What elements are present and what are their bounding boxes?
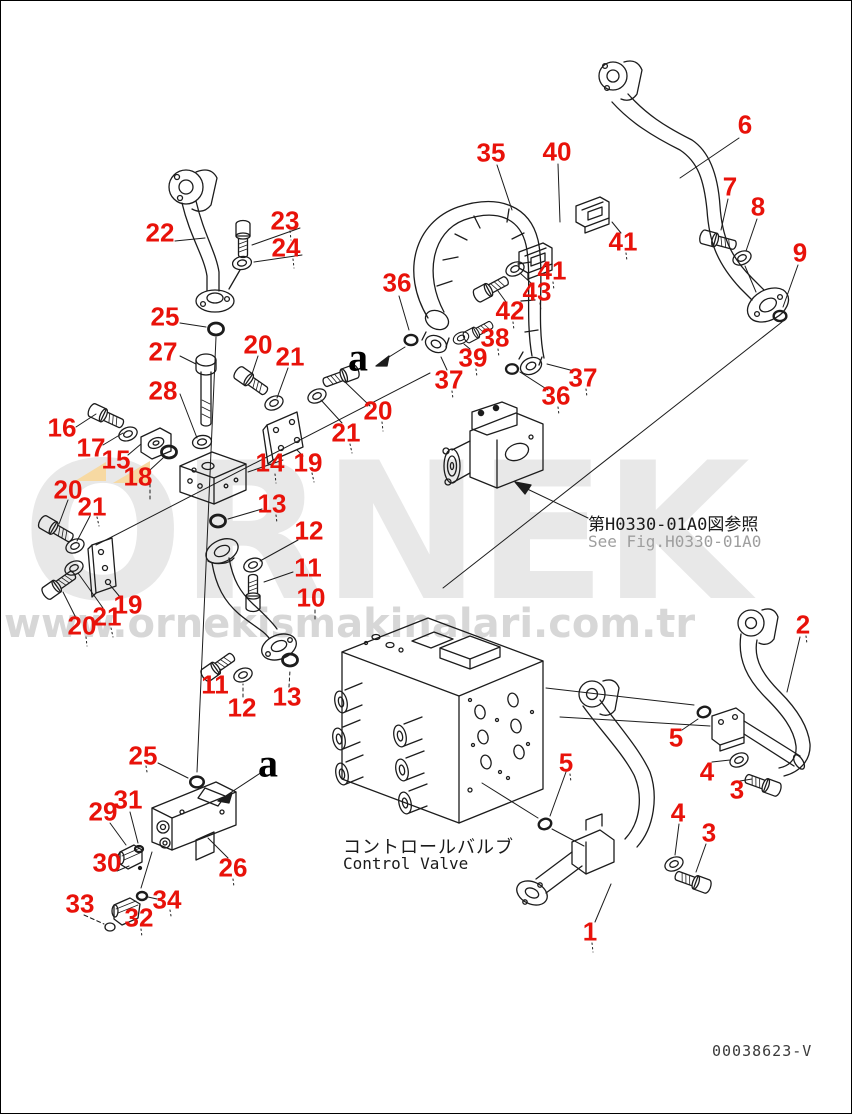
bracket-19-right <box>262 411 304 465</box>
bolt-27 <box>195 353 217 427</box>
pipe-22 <box>168 169 235 313</box>
caption-see-fig-jp: 第H0330-01A0図参照 <box>588 515 759 535</box>
leader-valve-to-oring-5b <box>481 782 539 819</box>
pipe-2 <box>711 608 811 777</box>
leader-lines <box>58 137 801 925</box>
oring-25-bottom <box>188 775 206 789</box>
caption-see-fig-en: See Fig.H0330-01A0 <box>588 532 762 551</box>
bolt-23 <box>235 219 251 259</box>
construction-line-right <box>442 321 783 589</box>
washer-8 <box>729 247 755 269</box>
see-fig-arrowhead <box>514 481 532 495</box>
washer-4-b <box>661 853 687 875</box>
control-valve-block <box>332 617 544 824</box>
oring-36-a <box>403 333 419 347</box>
bolt-20-d <box>39 567 80 602</box>
watermark-triangle-left <box>75 462 106 481</box>
washer-28 <box>191 433 213 451</box>
block-14 <box>179 451 247 505</box>
watermark-triangle-right <box>113 461 150 483</box>
pipe-1 <box>516 679 655 906</box>
elbow-30 <box>117 844 143 871</box>
bolt-7 <box>697 228 739 253</box>
bolt-20-c <box>35 513 77 546</box>
leader-oring5b-to-pipe1 <box>551 828 585 847</box>
drawing-number: 00038623-V <box>712 1042 813 1060</box>
construction-line-left <box>95 372 431 546</box>
washer-21-c <box>62 535 88 557</box>
pipe-6 <box>598 60 790 323</box>
elbow-32 <box>111 897 141 926</box>
leader-valve-to-oring-5a <box>545 687 695 706</box>
oring-34 <box>135 890 149 902</box>
valve-26 <box>151 781 237 861</box>
solenoid-valve <box>442 401 544 489</box>
watermark-url-text: www.ornekismakinalari.com.tr <box>4 601 696 647</box>
fitting-15 <box>140 427 172 460</box>
leader-8-part <box>744 265 757 293</box>
clamp-41-a <box>575 196 610 234</box>
leader-valve26-to-32 <box>140 851 153 889</box>
arrow-a-bottom <box>217 792 233 804</box>
bolt-11-a <box>245 573 261 613</box>
bolt-20-a <box>231 364 272 399</box>
leader-valve-to-pipe2 <box>559 716 711 727</box>
caption-control-valve-en: Control Valve <box>343 854 469 873</box>
bracket-19-left <box>87 537 117 598</box>
oring-36-b <box>504 363 520 375</box>
oring-31 <box>133 844 145 854</box>
washer-39 <box>450 329 472 347</box>
washer-12-a <box>241 554 265 576</box>
hose-35 <box>413 200 545 376</box>
washer-21-b <box>304 385 330 407</box>
caption-control-valve-jp: コントロールバルブ <box>343 837 514 858</box>
leader-see-fig <box>520 485 589 519</box>
bolt-42 <box>470 272 512 304</box>
bolt-3-b <box>672 867 714 895</box>
washer-12-b <box>231 664 255 686</box>
clamp-41-b <box>518 242 553 280</box>
washer-4-a <box>726 749 752 771</box>
plug-33 <box>104 922 116 932</box>
oring-5-a <box>695 703 713 721</box>
oring-13-a <box>209 513 227 529</box>
washer-21-a <box>261 392 287 414</box>
bolt-20-b <box>320 363 362 391</box>
oring-5-b <box>536 815 554 833</box>
arrow-a-top <box>375 355 390 367</box>
bolt-11-b <box>198 649 239 684</box>
label-ticks <box>85 230 808 953</box>
oring-25-top <box>207 321 225 337</box>
oring-13-b <box>281 652 299 668</box>
bolt-3-a <box>742 770 784 798</box>
leader-24-part <box>228 269 241 290</box>
oring-9 <box>772 309 788 323</box>
